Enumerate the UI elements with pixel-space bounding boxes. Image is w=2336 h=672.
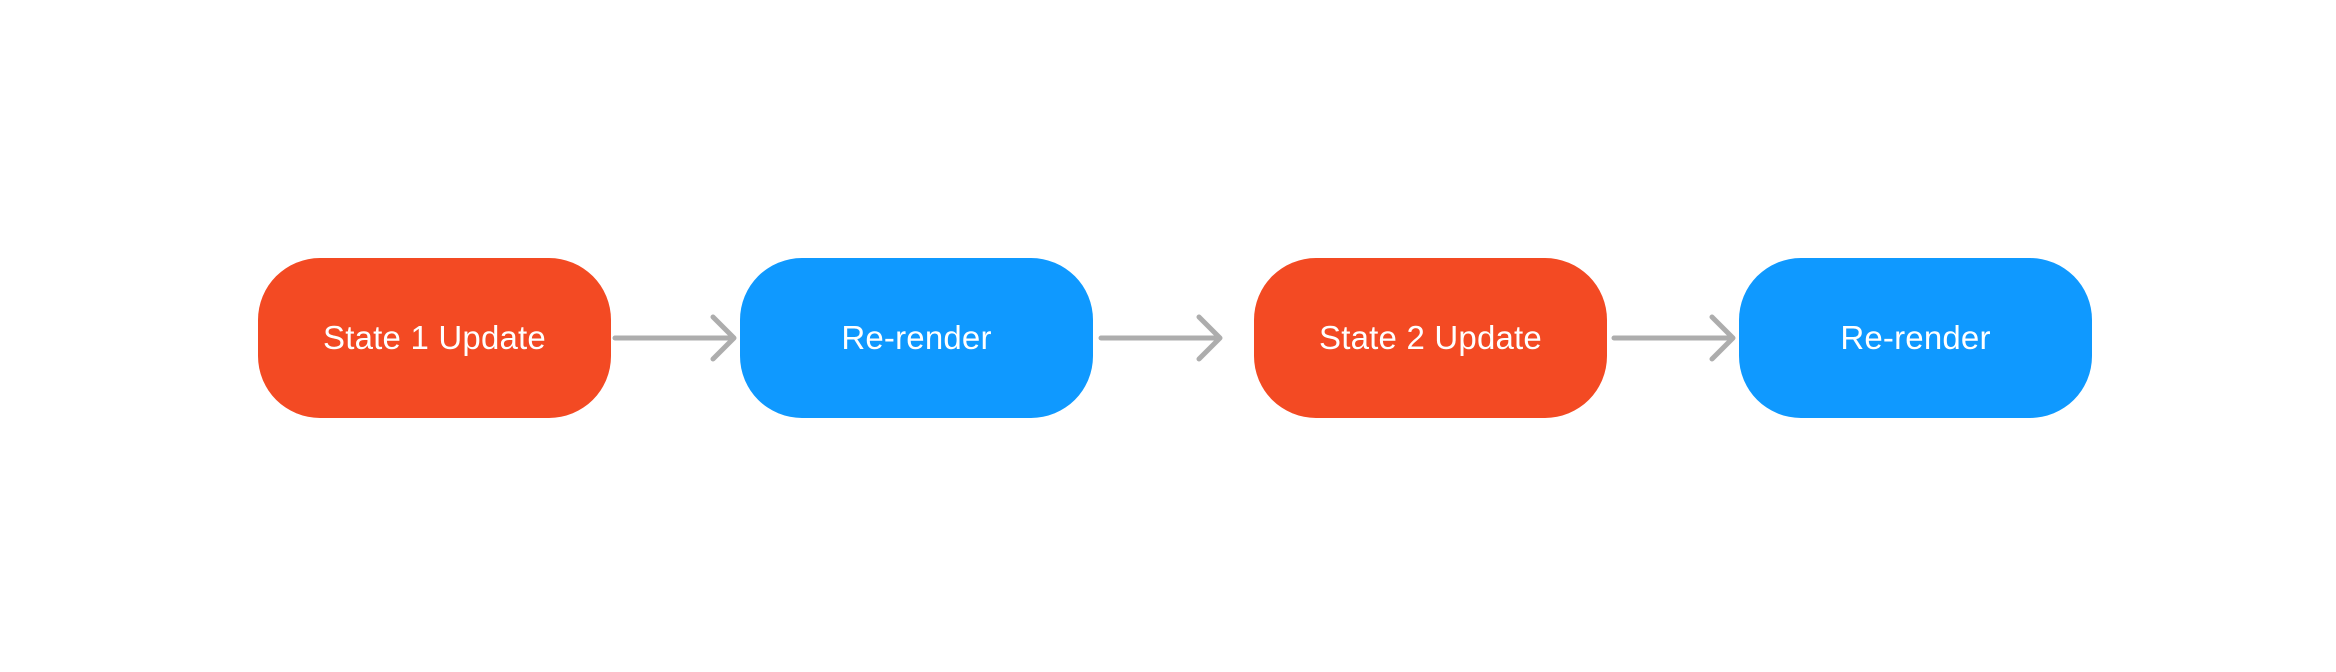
node-label: State 1 Update bbox=[323, 319, 546, 356]
node-re-render-1: Re-render bbox=[740, 258, 1093, 418]
arrow-right-icon bbox=[1611, 314, 1736, 362]
node-label: Re-render bbox=[841, 319, 992, 356]
node-state-1-update: State 1 Update bbox=[258, 258, 611, 418]
arrow-right-icon bbox=[1098, 314, 1223, 362]
node-label: Re-render bbox=[1840, 319, 1991, 356]
node-state-2-update: State 2 Update bbox=[1254, 258, 1607, 418]
arrow-right-icon bbox=[612, 314, 737, 362]
node-label: State 2 Update bbox=[1319, 319, 1542, 356]
node-re-render-2: Re-render bbox=[1739, 258, 2092, 418]
